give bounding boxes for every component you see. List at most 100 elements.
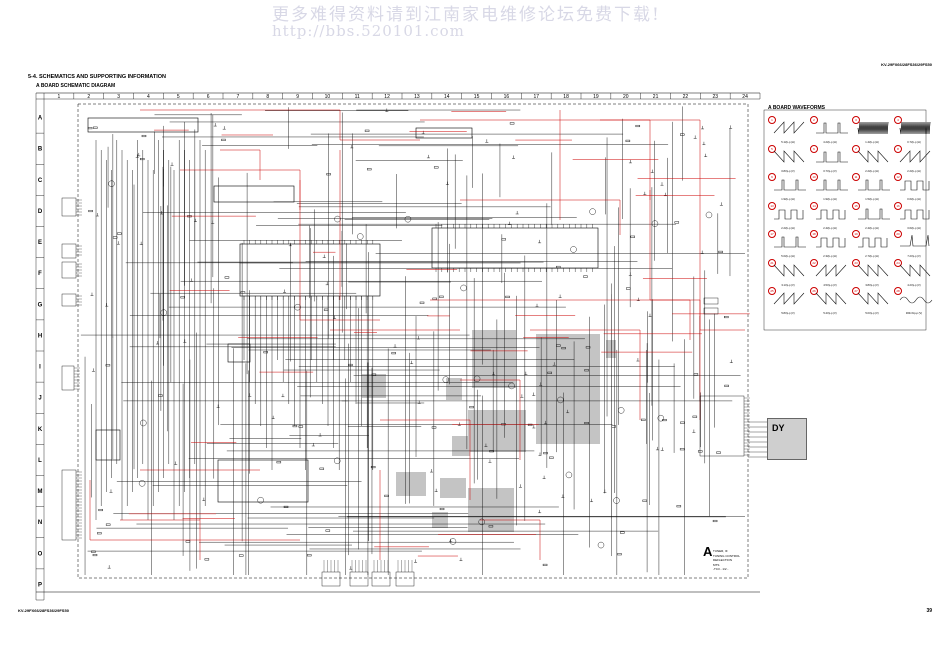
connectors	[61, 180, 767, 549]
column-label: 18	[563, 94, 569, 100]
waveform-caption: 1.4Vp-p (H)	[865, 141, 879, 144]
waveform-trace	[774, 236, 806, 248]
board-info-line: TUNING CONTROL	[713, 553, 740, 558]
row-label: G	[38, 302, 43, 308]
board-info-line: MTS	[713, 562, 720, 567]
waveform-number: 5	[768, 144, 776, 153]
column-label: 19	[593, 94, 599, 100]
waveform-22: 22 4.5Vp-p (V)	[810, 258, 850, 287]
waveform-trace	[773, 263, 805, 277]
waveform-number: 27	[852, 287, 860, 295]
waveform-trace	[816, 209, 846, 219]
waveform-caption: 1.9Vp-p (H)	[823, 198, 837, 201]
waveform-number: 21	[768, 258, 776, 267]
waveform-15: 15 2.4Vp-p (H)	[852, 201, 892, 230]
model-number-top: KV-29FX66/28FS36/29FS50	[881, 62, 932, 67]
row-label: N	[38, 520, 42, 526]
column-label: 2	[87, 94, 90, 100]
bottom-connectors	[321, 560, 415, 587]
waveform-trace	[774, 209, 804, 219]
waveform-trace	[816, 237, 846, 248]
waveform-caption: 0.8Vp-p (V)	[781, 169, 795, 173]
waveform-caption: 1.9Vp-p (H)	[781, 198, 795, 201]
waveform-caption: 4.5Vp-p (V)	[823, 283, 837, 287]
waveform-number: 25	[768, 287, 776, 295]
column-label: 3	[117, 94, 120, 100]
row-label: F	[38, 271, 42, 277]
waveform-caption: 5.4Vp-p (V)	[823, 312, 837, 315]
integrated-circuits	[87, 117, 599, 503]
waveform-number: 4	[894, 116, 902, 124]
row-label: J	[38, 396, 41, 402]
row-label: I	[39, 365, 41, 371]
waveform-12: 12 0.6Vp-p (H)	[894, 173, 934, 201]
page-number: 39	[926, 608, 932, 614]
waveform-trace	[899, 121, 931, 135]
waveform-caption: 2.4Vp-p (H)	[865, 226, 879, 230]
row-label: A	[38, 116, 43, 122]
column-label: 21	[653, 94, 659, 100]
shaded-component-blocks	[362, 330, 616, 532]
waveform-number: 18	[810, 230, 818, 238]
waveform-trace	[899, 149, 931, 163]
waveform-trace	[815, 292, 847, 305]
column-label: 7	[237, 94, 240, 100]
column-label: 4	[147, 94, 150, 100]
waveform-trace	[774, 179, 806, 191]
waveform-caption: 5.8Vp-p (V)	[781, 312, 795, 315]
watermark-line-1: 更多难得资料请到江南家电维修论坛免费下载!	[272, 5, 661, 25]
waveform-caption: 2.2Vp-p (H)	[907, 169, 921, 173]
waveform-caption: 3.1Vp-p (V)	[781, 283, 795, 287]
waveform-number: 23	[852, 258, 860, 267]
row-label: L	[38, 458, 42, 464]
column-label: 1	[58, 94, 61, 100]
column-label: 11	[355, 94, 360, 100]
waveform-caption: 5.1Vp-p (H)	[781, 141, 795, 144]
waveform-25: 25 5.8Vp-p (V)	[768, 287, 808, 315]
waveform-trace	[857, 149, 889, 163]
waveform-caption: 300mVp-p (V)	[905, 312, 923, 315]
waveform-trace	[858, 208, 890, 219]
waveform-number: 22	[810, 258, 818, 267]
waveform-caption: 0.6Vp-p (H)	[907, 198, 921, 201]
column-label: 22	[683, 94, 689, 100]
waveform-number: 17	[768, 230, 776, 238]
waveform-trace	[773, 121, 805, 134]
waveform-trace	[773, 149, 805, 163]
waveform-number: 7	[852, 144, 860, 153]
waveform-number: 15	[852, 201, 860, 210]
waveforms-title: A BOARD WAVEFORMS	[768, 105, 825, 111]
waveform-caption: 2.7Vp-p (H)	[865, 255, 879, 258]
grid-frame	[35, 92, 760, 600]
waveform-caption: 2.3Vp-p (H)	[823, 255, 837, 258]
row-label: M	[38, 489, 43, 495]
column-label: 16	[504, 94, 510, 100]
waveform-caption: 5.0Vp-p (H)	[781, 255, 795, 258]
column-label: 9	[296, 94, 299, 100]
row-label: E	[38, 240, 42, 246]
waveform-16: 16 3.6Vp-p (H)	[894, 201, 934, 230]
waveform-number: 12	[894, 173, 902, 181]
waveform-number: 16	[894, 201, 902, 210]
waveform-trace	[858, 179, 890, 191]
waveform-trace	[816, 151, 848, 162]
waveform-caption: 3.6Vp-p (H)	[907, 226, 921, 230]
waveform-trace	[858, 237, 888, 248]
waveform-number: 9	[768, 173, 776, 181]
column-label: 14	[444, 94, 450, 100]
column-label: 13	[414, 94, 420, 100]
waveform-number: 11	[852, 173, 860, 181]
waveform-trace	[900, 209, 930, 219]
